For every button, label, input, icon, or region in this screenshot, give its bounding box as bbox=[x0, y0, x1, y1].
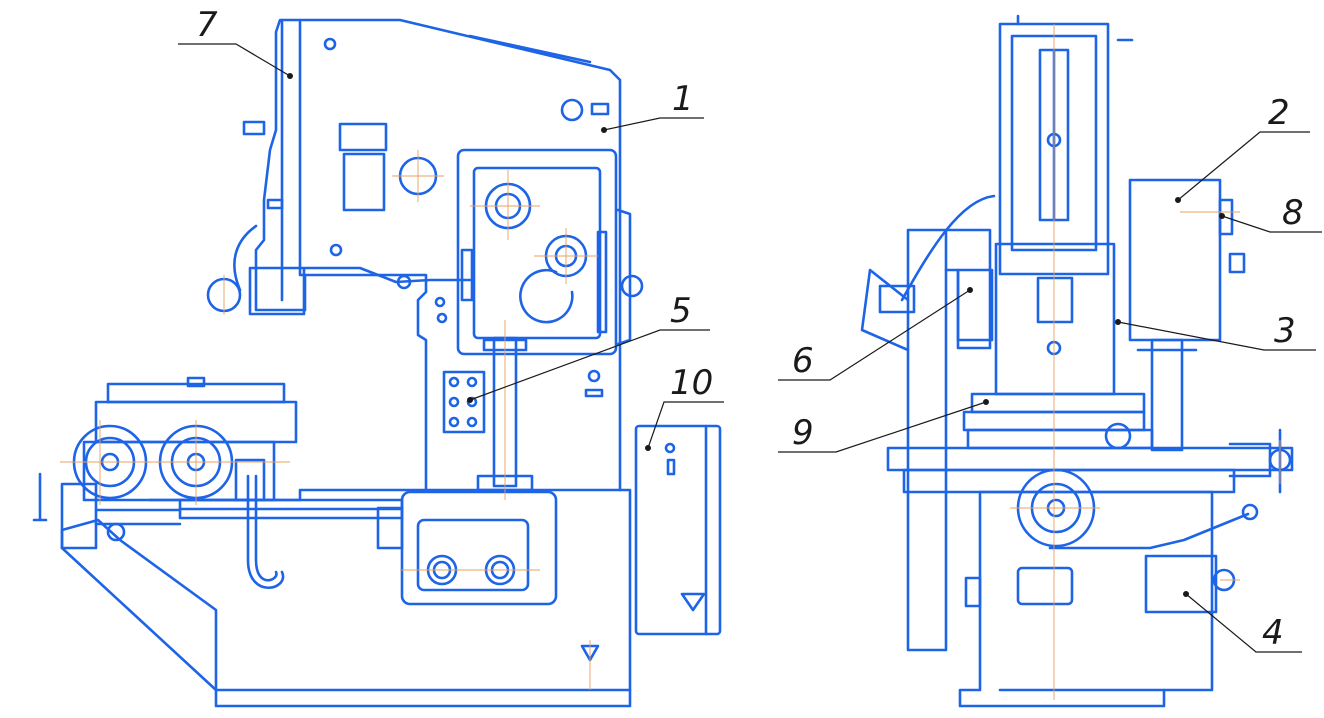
callout-leaders bbox=[178, 43, 1322, 653]
callout-8: 8 bbox=[1282, 193, 1304, 233]
front-view bbox=[860, 14, 1294, 708]
column-body bbox=[298, 18, 622, 492]
callout-9: 9 bbox=[792, 413, 814, 453]
callout-6: 6 bbox=[792, 341, 814, 381]
callout-4: 4 bbox=[1262, 613, 1284, 653]
base-front bbox=[958, 490, 1214, 708]
callout-1: 1 bbox=[672, 79, 694, 119]
callout-5: 5 bbox=[670, 291, 692, 331]
knee-box bbox=[1144, 554, 1218, 614]
callout-2: 2 bbox=[1268, 93, 1290, 133]
gearbox bbox=[456, 148, 618, 356]
motor bbox=[1128, 178, 1222, 342]
side-view bbox=[32, 18, 722, 708]
bed bbox=[886, 446, 1294, 472]
control-panel bbox=[442, 370, 486, 434]
callout-10: 10 bbox=[670, 363, 713, 403]
ram-head bbox=[254, 18, 307, 312]
side-bracket bbox=[956, 268, 994, 342]
callout-7: 7 bbox=[196, 5, 218, 45]
callout-3: 3 bbox=[1274, 311, 1296, 351]
electrical-cabinet bbox=[634, 424, 722, 636]
base bbox=[60, 488, 632, 708]
feed-box bbox=[400, 490, 558, 606]
callout-labels: 7 1 5 10 2 8 3 4 6 9 bbox=[196, 5, 1304, 653]
